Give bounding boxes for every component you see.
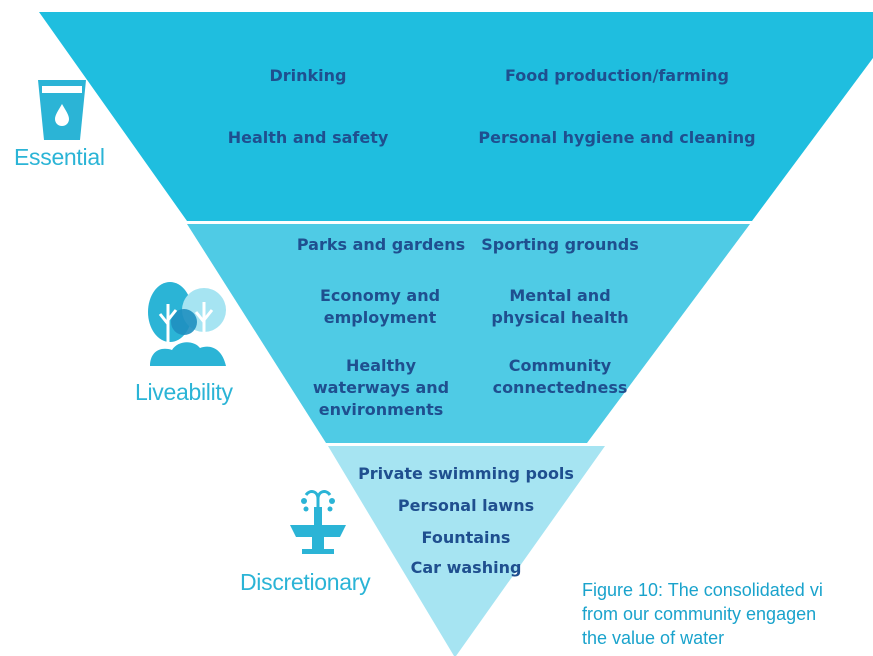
essential-item-food-production: Food production/farming bbox=[505, 66, 729, 85]
essential-item-health-safety: Health and safety bbox=[227, 128, 389, 147]
essential-tier bbox=[39, 12, 873, 221]
essential-label: Essential bbox=[14, 144, 105, 170]
discretionary-item-pools: Private swimming pools bbox=[358, 464, 574, 483]
liveability-tier bbox=[187, 224, 750, 443]
discretionary-label: Discretionary bbox=[240, 569, 371, 595]
water-glass-icon bbox=[38, 80, 86, 140]
essential-item-hygiene: Personal hygiene and cleaning bbox=[478, 128, 756, 147]
liveability-item-waterways: Healthy waterways and environments bbox=[312, 356, 450, 419]
discretionary-item-fountains: Fountains bbox=[421, 528, 511, 547]
discretionary-item-lawns: Personal lawns bbox=[397, 496, 535, 515]
liveability-item-economy: Economy and employment bbox=[319, 286, 441, 327]
trees-icon bbox=[148, 282, 226, 366]
caption-line-3: the value of water bbox=[582, 628, 725, 648]
liveability-item-mental-health: Mental and physical health bbox=[491, 286, 629, 327]
caption-line-2: from our community engagen bbox=[582, 604, 817, 624]
discretionary-item-car-washing: Car washing bbox=[410, 558, 522, 577]
discretionary-tier bbox=[328, 446, 605, 656]
liveability-item-community: Community connectedness bbox=[492, 356, 628, 397]
liveability-item-sporting: Sporting grounds bbox=[481, 235, 639, 254]
caption-line-1: Figure 10: The consolidated vi bbox=[582, 580, 823, 600]
essential-item-drinking: Drinking bbox=[269, 66, 347, 85]
liveability-label: Liveability bbox=[135, 379, 233, 405]
liveability-item-parks: Parks and gardens bbox=[296, 235, 466, 254]
fountain-icon bbox=[290, 490, 346, 554]
figure-caption: Figure 10: The consolidated vi from our … bbox=[582, 578, 873, 650]
